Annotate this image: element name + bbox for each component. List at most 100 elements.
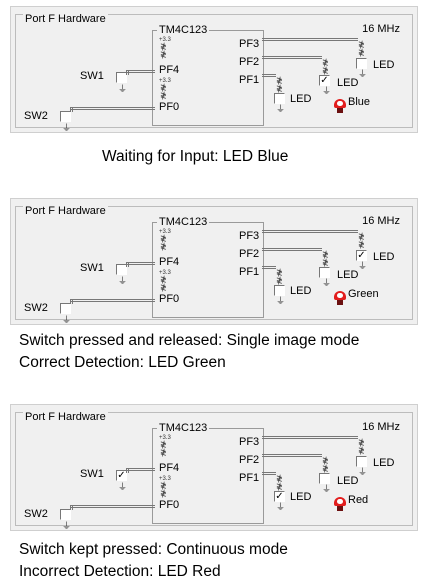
resistor-icon: ≹≹ [358,40,365,57]
sw1-wire [127,70,155,73]
sw1-checkbox[interactable]: ✓ [116,470,127,481]
tm4c123-chip: TM4C123 PF3 PF2 PF1 PF4 PF0 +3.3 ≹≹ +3.3… [152,216,264,318]
vcc-label-pf0: +3.3 [159,476,171,482]
pin-pf0-label: PF0 [159,293,180,305]
vcc-label-pf4: +3.3 [159,37,171,43]
ground-icon: ⏚ [358,261,368,271]
resistor-icon: ≹≹ [322,250,329,267]
pf2-wire [262,56,322,59]
sw1-wire [127,468,155,471]
chip-label: TM4C123 [157,422,210,434]
pf2-wire [262,454,322,457]
ground-icon: ⏚ [62,315,72,325]
ground-icon: ⏚ [118,276,128,286]
sw1-label: SW1 [80,468,104,480]
led-pf2-checkbox[interactable] [319,473,330,484]
resistor-icon: ≹≹ [358,438,365,455]
sw2-wire [71,505,155,508]
led-color-label: Green [348,288,379,300]
led-pf2-label: LED [337,475,359,487]
pin-pf4-label: PF4 [159,462,180,474]
ground-icon: ⏚ [276,104,286,114]
led-pf1-label: LED [290,285,312,297]
resistor-icon: ≹≹ [358,232,365,249]
sw1-wire-drop [126,262,129,267]
vcc-label-pf0: +3.3 [159,78,171,84]
led-color-label: Red [348,494,369,506]
caption-line: Switch pressed and released: Single imag… [19,332,360,349]
port-f-groupbox: Port F Hardware 16 MHz TM4C123 PF3 PF2 P… [15,411,413,531]
sw1-checkbox[interactable] [116,72,127,83]
ground-icon: ⏚ [62,123,72,133]
led-pf1-label: LED [290,491,312,503]
resistor-icon: ≹≹ [160,234,167,251]
pin-pf2-label: PF2 [239,248,260,260]
led-lamp-icon [334,99,346,113]
chip-label: TM4C123 [157,216,210,228]
port-f-panel-1: Port F Hardware 16 MHz TM4C123 PF3 PF2 P… [10,6,418,133]
led-pf1-label: LED [290,93,312,105]
port-f-panel-3: Port F Hardware 16 MHz TM4C123 PF3 PF2 P… [10,404,418,531]
tm4c123-chip: TM4C123 PF3 PF2 PF1 PF4 PF0 +3.3 ≹≹ +3.3… [152,24,264,126]
pin-pf2-label: PF2 [239,454,260,466]
pin-pf0-label: PF0 [159,101,180,113]
led-pf2-checkbox[interactable] [319,267,330,278]
pf3-wire [262,38,358,41]
ground-icon: ⏚ [322,278,332,288]
clock-frequency-label: 16 MHz [362,215,400,227]
vcc-label-pf4: +3.3 [159,435,171,441]
led-pf1-checkbox[interactable] [274,285,285,296]
tm4c123-chip: TM4C123 PF3 PF2 PF1 PF4 PF0 +3.3 ≹≹ +3.3… [152,422,264,524]
resistor-icon: ≹≹ [160,83,167,100]
ground-icon: ⏚ [358,467,368,477]
sw1-wire-drop [126,70,129,75]
sw1-wire-drop [126,468,129,473]
pf2-wire [262,248,322,251]
led-pf3-label: LED [373,457,395,469]
pin-pf0-label: PF0 [159,499,180,511]
led-pf3-checkbox[interactable] [356,58,367,69]
pf3-wire [262,436,358,439]
sw1-checkbox[interactable] [116,264,127,275]
resistor-icon: ≹≹ [322,58,329,75]
sw2-label: SW2 [24,110,48,122]
pin-pf2-label: PF2 [239,56,260,68]
pin-pf4-label: PF4 [159,256,180,268]
vcc-label-pf0: +3.3 [159,270,171,276]
pin-pf3-label: PF3 [239,436,260,448]
sw1-label: SW1 [80,262,104,274]
led-pf1-checkbox[interactable] [274,93,285,104]
pin-pf3-label: PF3 [239,230,260,242]
resistor-icon: ≹≹ [160,275,167,292]
resistor-icon: ≹≹ [276,76,283,93]
sw2-checkbox[interactable] [60,111,71,122]
led-pf2-checkbox[interactable]: ✓ [319,75,330,86]
resistor-icon: ≹≹ [160,42,167,59]
led-lamp-icon [334,497,346,511]
sw2-label: SW2 [24,508,48,520]
pin-pf1-label: PF1 [239,266,260,278]
chip-label: TM4C123 [157,24,210,36]
ground-icon: ⏚ [358,69,368,79]
clock-frequency-label: 16 MHz [362,23,400,35]
sw2-label: SW2 [24,302,48,314]
sw2-checkbox[interactable] [60,303,71,314]
port-f-groupbox: Port F Hardware 16 MHz TM4C123 PF3 PF2 P… [15,206,413,325]
led-pf2-label: LED [337,77,359,89]
led-pf3-checkbox[interactable]: ✓ [356,250,367,261]
sw2-wire-drop [70,299,73,304]
vcc-label-pf4: +3.3 [159,229,171,235]
groupbox-title: Port F Hardware [23,411,108,423]
pf1-wire [262,472,276,475]
led-pf1-checkbox[interactable]: ✓ [274,491,285,502]
led-pf3-checkbox[interactable] [356,456,367,467]
led-lamp-icon [334,291,346,305]
ground-icon: ⏚ [322,86,332,96]
pin-pf1-label: PF1 [239,74,260,86]
sw2-wire [71,107,155,110]
led-pf3-label: LED [373,251,395,263]
port-f-groupbox: Port F Hardware 16 MHz TM4C123 PF3 PF2 P… [15,14,413,133]
ground-icon: ⏚ [276,296,286,306]
pin-pf1-label: PF1 [239,472,260,484]
sw2-checkbox[interactable] [60,509,71,520]
